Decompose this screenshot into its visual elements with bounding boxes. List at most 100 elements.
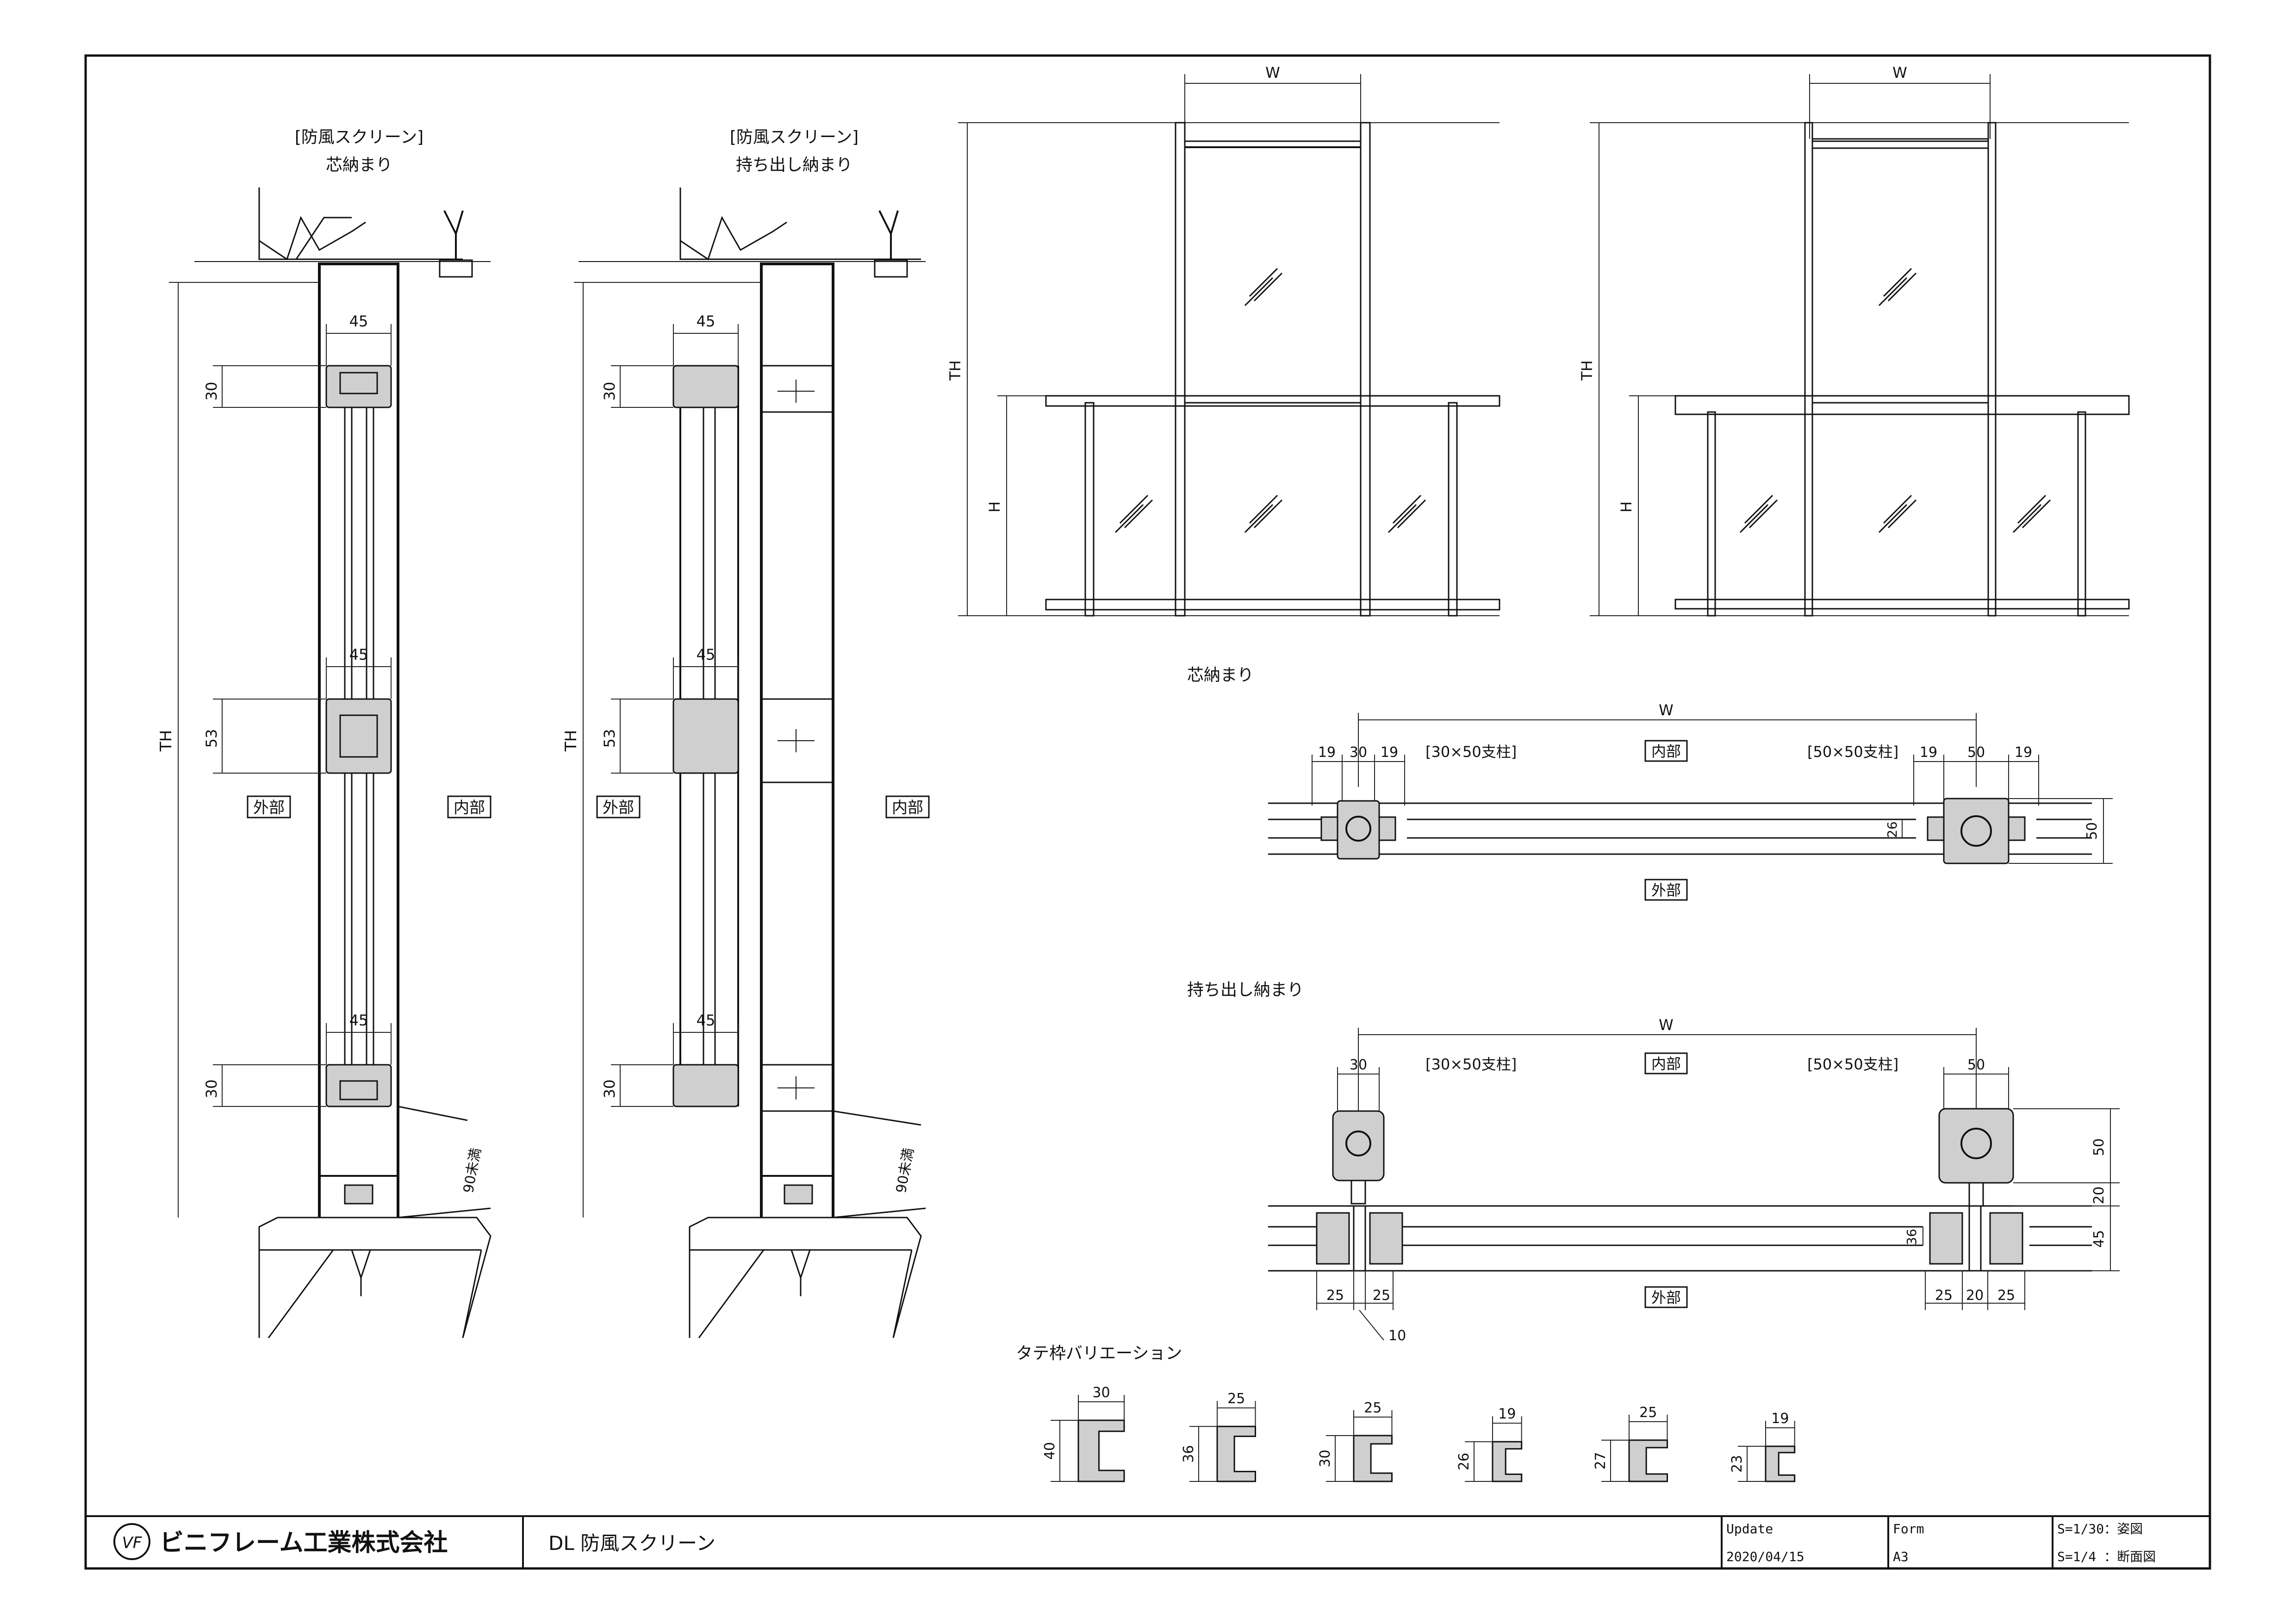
mid-title-line1: [防風スクリーン] — [730, 128, 859, 147]
dim-H-elev1: H — [986, 501, 1003, 512]
variation-height-2: 36 — [1181, 1445, 1197, 1463]
variation-profile-2: 25 36 — [1181, 1391, 1256, 1482]
company-name: ビニフレーム工業株式会社 — [160, 1529, 448, 1557]
label-exterior-plan-proj: 外部 — [1651, 1289, 1681, 1306]
label-exterior-plan-core: 外部 — [1651, 881, 1681, 899]
sheet-border — [84, 54, 2211, 1570]
dim-H-elev2: H — [1618, 501, 1635, 512]
label-interior-left: 内部 — [454, 799, 485, 817]
label-exterior-left: 外部 — [253, 799, 285, 817]
variation-height-3: 30 — [1317, 1449, 1333, 1467]
variation-width-5: 25 — [1639, 1405, 1657, 1421]
dim-45-bottom-left: 45 — [349, 1012, 368, 1029]
dim-25-proj-r2: 25 — [1997, 1287, 2015, 1304]
variation-profile-5: 25 27 — [1593, 1405, 1668, 1482]
label-interior-plan-proj: 内部 — [1651, 1055, 1681, 1073]
dim-TH-elev1: TH — [946, 360, 964, 381]
variation-profile-3: 25 30 — [1317, 1400, 1393, 1482]
form-value: A3 — [1893, 1549, 1909, 1564]
variation-width-6: 19 — [1771, 1411, 1789, 1427]
variation-width-3: 25 — [1364, 1400, 1381, 1416]
dim-53-mid: 53 — [601, 729, 618, 748]
variation-width-2: 25 — [1227, 1391, 1245, 1407]
dim-50-proj-vert: 50 — [2091, 1138, 2107, 1156]
logo-text: VF — [122, 1534, 142, 1552]
title-block: VF ビニフレーム工業株式会社 DL 防風スクリーン Update 2020/0… — [86, 1515, 2210, 1568]
dim-19-core-r2: 19 — [2015, 744, 2032, 761]
dim-50-core-r: 50 — [1967, 744, 1985, 761]
dim-30-proj-l: 30 — [1350, 1057, 1367, 1073]
section-core-mounting: [防風スクリーン] 芯納まり 45 30 — [157, 128, 492, 1338]
dim-30-bottom-left: 30 — [203, 1080, 220, 1099]
update-label: Update — [1726, 1521, 1773, 1537]
dim-20-proj-r: 20 — [1966, 1287, 1984, 1304]
variation-height-1: 40 — [1042, 1442, 1058, 1460]
variation-height-5: 27 — [1593, 1452, 1609, 1469]
variation-width-1: 30 — [1092, 1385, 1110, 1401]
section-projection-mounting: [防風スクリーン] 持ち出し納まり 45 30 45 — [562, 128, 930, 1338]
dim-25-proj-r1: 25 — [1935, 1287, 1953, 1304]
dim-50-core-vert: 50 — [2084, 822, 2100, 840]
update-value: 2020/04/15 — [1726, 1549, 1804, 1564]
dim-19-core-l2: 19 — [1381, 744, 1398, 761]
dim-45-mid-mid: 45 — [697, 646, 716, 663]
variation-height-6: 23 — [1729, 1455, 1745, 1473]
label-post-30x50-core: [30×50支柱] — [1425, 743, 1517, 761]
scale-line2: S=1/4 ：断面図 — [2057, 1549, 2156, 1564]
dim-W-plan-core: W — [1659, 701, 1674, 719]
company-logo — [113, 1523, 150, 1560]
dim-TH-mid: TH — [562, 730, 580, 752]
label-post-30x50-proj: [30×50支柱] — [1425, 1056, 1517, 1073]
dim-19-core-l1: 19 — [1318, 744, 1336, 761]
dim-30-bottom-mid: 30 — [601, 1080, 618, 1099]
dim-45-top-mid: 45 — [697, 312, 716, 330]
label-exterior-mid: 外部 — [603, 799, 634, 817]
dim-25-proj-l1: 25 — [1326, 1287, 1344, 1304]
dim-45-top-left: 45 — [349, 312, 368, 330]
dim-25-proj-l2: 25 — [1373, 1287, 1390, 1304]
dim-36-proj: 36 — [1904, 1229, 1919, 1245]
variation-height-4: 26 — [1456, 1453, 1472, 1470]
dim-53-left: 53 — [203, 729, 220, 748]
plan-core-title: 芯納まり — [1187, 666, 1254, 685]
dim-W-plan-proj: W — [1659, 1016, 1674, 1034]
dim-50-proj-r: 50 — [1967, 1057, 1985, 1073]
dim-20-proj-vert: 20 — [2091, 1187, 2107, 1204]
dim-45-bottom-mid: 45 — [697, 1012, 716, 1029]
label-post-50x50-core: [50×50支柱] — [1807, 743, 1898, 761]
label-under-90-left: 90未満 — [460, 1147, 485, 1194]
dim-W-elev1: W — [1265, 64, 1280, 81]
dim-10-proj: 10 — [1388, 1328, 1406, 1344]
plan-core-dims-right: 19 50 19 — [1913, 744, 2039, 806]
variation-width-4: 19 — [1498, 1406, 1516, 1422]
scale-line1: S=1/30：姿図 — [2057, 1521, 2143, 1537]
plan-core-dims-left: 19 30 19 — [1312, 744, 1405, 806]
plan-projection: 持ち出し納まり W 30 [30×50支柱] 内部 [50×50支柱] 50 — [1187, 981, 2120, 1344]
dim-TH-elev2: TH — [1578, 360, 1596, 381]
dim-26-core: 26 — [1885, 821, 1900, 838]
elevation-core: W TH H — [946, 64, 1500, 617]
dim-45-proj-vert: 45 — [2091, 1230, 2107, 1248]
label-post-50x50-proj: [50×50支柱] — [1807, 1056, 1898, 1073]
variation-profile-1: 30 40 — [1042, 1385, 1125, 1482]
left-title-line1: [防風スクリーン] — [295, 128, 423, 147]
elevation-projection: W TH H — [1578, 64, 2130, 617]
label-interior-plan-core: 内部 — [1651, 743, 1681, 760]
dim-TH-left: TH — [157, 730, 175, 752]
dim-30-top-left: 30 — [203, 382, 220, 401]
mid-title-line2: 持ち出し納まり — [736, 156, 852, 175]
form-label: Form — [1893, 1521, 1924, 1537]
dim-W-elev2: W — [1892, 64, 1907, 81]
dim-45-mid-left: 45 — [349, 646, 368, 663]
plan-projection-title: 持ち出し納まり — [1187, 981, 1304, 999]
dim-19-core-r1: 19 — [1920, 744, 1937, 761]
dim-30-core-l: 30 — [1350, 744, 1367, 761]
label-under-90-mid: 90未満 — [893, 1147, 917, 1194]
plan-core: 芯納まり W 19 30 19 [30×50支柱] 内部 [50×50支柱] 1… — [1187, 666, 2113, 901]
label-interior-mid: 内部 — [892, 799, 923, 817]
